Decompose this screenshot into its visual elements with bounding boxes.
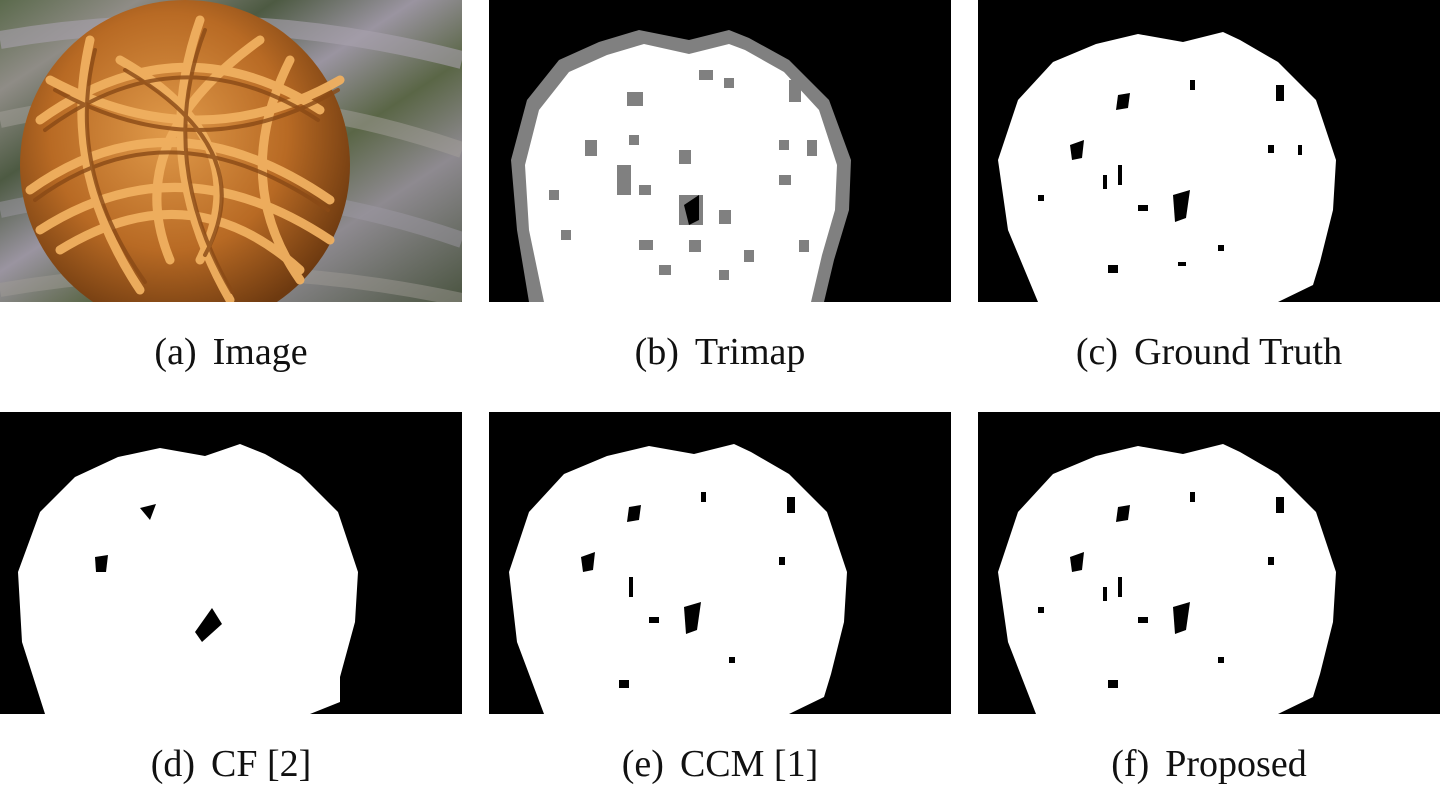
ground-truth-matte — [978, 0, 1440, 302]
cf-matte — [0, 412, 462, 714]
caption-tag: (a) — [154, 331, 197, 373]
caption-label: Trimap — [694, 331, 806, 373]
caption-proposed-result: (f) Proposed — [978, 745, 1440, 783]
caption-label: Proposed — [1165, 743, 1307, 785]
caption-image: (a) Image — [0, 333, 462, 371]
caption-tag: (d) — [150, 743, 195, 785]
wicker-ball-photo — [0, 0, 462, 302]
caption-label: Image — [212, 331, 308, 373]
panel-trimap — [489, 0, 951, 302]
panel-ccm-result — [489, 412, 951, 714]
caption-ccm-result: (e) CCM [1] — [489, 745, 951, 783]
panel-cf-result — [0, 412, 462, 714]
panel-proposed-result — [978, 412, 1440, 714]
caption-cf-result: (d) CF [2] — [0, 745, 462, 783]
caption-trimap: (b) Trimap — [489, 333, 951, 371]
proposed-matte — [978, 412, 1440, 714]
ccm-matte — [489, 412, 951, 714]
caption-tag: (f) — [1111, 743, 1150, 785]
caption-tag: (c) — [1075, 331, 1119, 373]
caption-tag: (e) — [621, 743, 664, 785]
panel-ground-truth — [978, 0, 1440, 302]
panel-image — [0, 0, 462, 302]
caption-tag: (b) — [634, 331, 679, 373]
trimap-image — [489, 0, 951, 302]
caption-ground-truth: (c) Ground Truth — [978, 333, 1440, 371]
caption-label: Ground Truth — [1134, 331, 1343, 373]
caption-label: CF [2] — [211, 743, 312, 785]
caption-label: CCM [1] — [679, 743, 819, 785]
